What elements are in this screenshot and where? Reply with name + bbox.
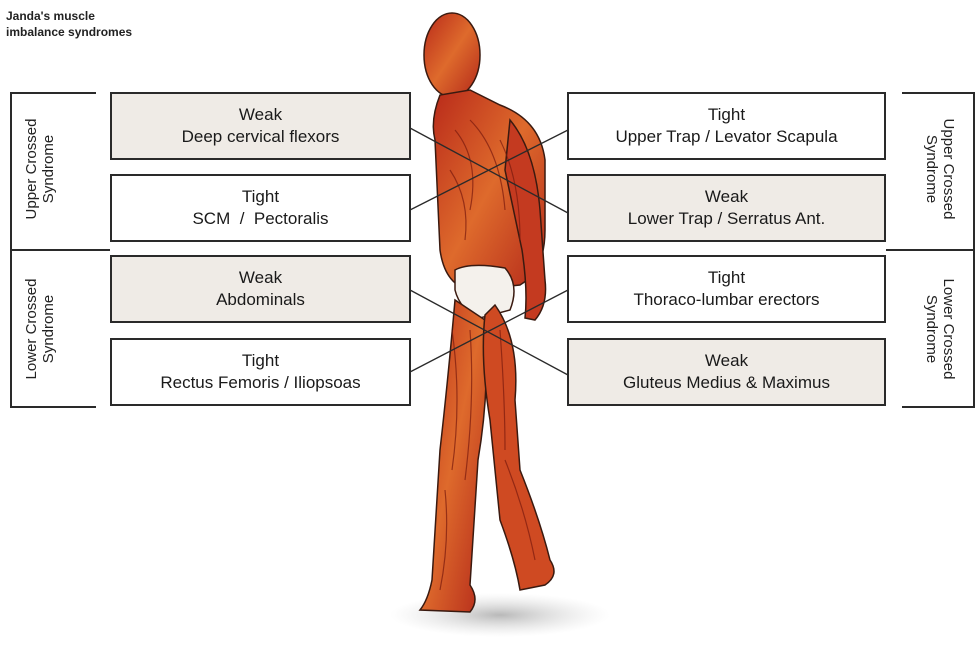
- box-status: Weak: [705, 186, 748, 208]
- right-box-lower-trap-serratus: Weak Lower Trap / Serratus Ant.: [567, 174, 886, 242]
- box-muscles: Deep cervical flexors: [182, 126, 340, 148]
- floor-shadow: [390, 593, 610, 637]
- box-status: Tight: [708, 267, 745, 289]
- right-divider-line: [886, 249, 975, 251]
- box-status: Tight: [708, 104, 745, 126]
- box-muscles: Gluteus Medius & Maximus: [623, 372, 830, 394]
- box-muscles: Thoraco-lumbar erectors: [633, 289, 819, 311]
- right-box-thoraco-lumbar-erectors: Tight Thoraco-lumbar erectors: [567, 255, 886, 323]
- box-status: Weak: [239, 267, 282, 289]
- box-muscles: Upper Trap / Levator Scapula: [615, 126, 837, 148]
- box-status: Tight: [242, 186, 279, 208]
- left-divider-line: [10, 249, 110, 251]
- box-muscles: Lower Trap / Serratus Ant.: [628, 208, 825, 230]
- box-status: Weak: [239, 104, 282, 126]
- left-box-abdominals: Weak Abdominals: [110, 255, 411, 323]
- right-box-gluteus-medius-maximus: Weak Gluteus Medius & Maximus: [567, 338, 886, 406]
- left-box-rectus-femoris-iliopsoas: Tight Rectus Femoris / Iliopsoas: [110, 338, 411, 406]
- head-shape: [424, 13, 480, 97]
- left-box-scm-pectoralis: Tight SCM / Pectoralis: [110, 174, 411, 242]
- box-muscles: Abdominals: [216, 289, 305, 311]
- box-muscles: Rectus Femoris / Iliopsoas: [160, 372, 360, 394]
- box-status: Tight: [242, 350, 279, 372]
- box-muscles: SCM / Pectoralis: [192, 208, 328, 230]
- left-box-deep-cervical-flexors: Weak Deep cervical flexors: [110, 92, 411, 160]
- right-box-upper-trap-levator: Tight Upper Trap / Levator Scapula: [567, 92, 886, 160]
- box-status: Weak: [705, 350, 748, 372]
